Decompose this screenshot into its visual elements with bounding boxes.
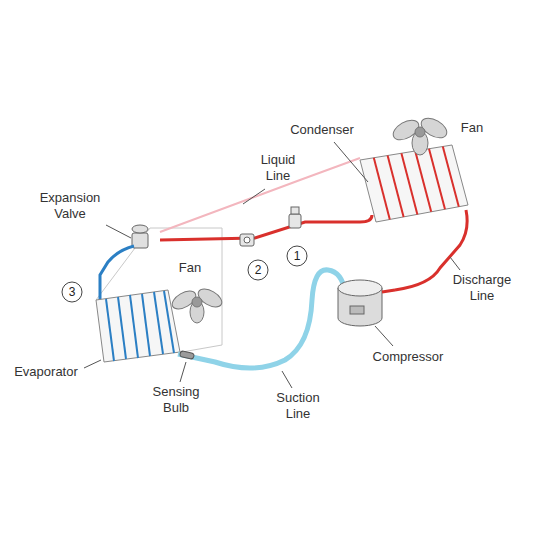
part-label: Evaporator — [14, 364, 78, 380]
callout-number: 2 — [255, 263, 262, 277]
part-label: Condenser — [290, 122, 354, 138]
evaporator-fan — [169, 285, 225, 323]
liquid-line-pipe — [160, 215, 372, 240]
part-label: Fan — [179, 260, 201, 276]
sight-glass-symbol — [240, 234, 254, 246]
part-label: Expansion Valve — [30, 190, 110, 221]
part-label: Sensing Bulb — [146, 384, 206, 415]
part-label: Suction Line — [268, 390, 328, 421]
condenser-fan — [390, 114, 450, 155]
expansion-valve-symbol — [132, 225, 148, 248]
callout-circle — [62, 282, 82, 302]
part-label: Liquid Line — [253, 152, 303, 183]
suction-line-pipe — [178, 270, 345, 368]
part-label: Compressor — [373, 349, 444, 365]
sensing-bulb-symbol — [180, 351, 195, 360]
part-label: Fan — [461, 120, 483, 136]
callout-number: 1 — [294, 249, 301, 263]
leader-line — [84, 142, 460, 388]
compressor-symbol — [338, 280, 395, 326]
evaporator-feed-pipe — [100, 246, 134, 300]
filter-drier-symbol — [289, 207, 301, 228]
callout-circle — [248, 260, 268, 280]
evaporator-coil — [96, 290, 180, 362]
part-label: Discharge Line — [447, 272, 517, 303]
condenser-coil — [360, 145, 468, 222]
callout-number: 3 — [69, 285, 76, 299]
callout-circle — [287, 246, 307, 266]
